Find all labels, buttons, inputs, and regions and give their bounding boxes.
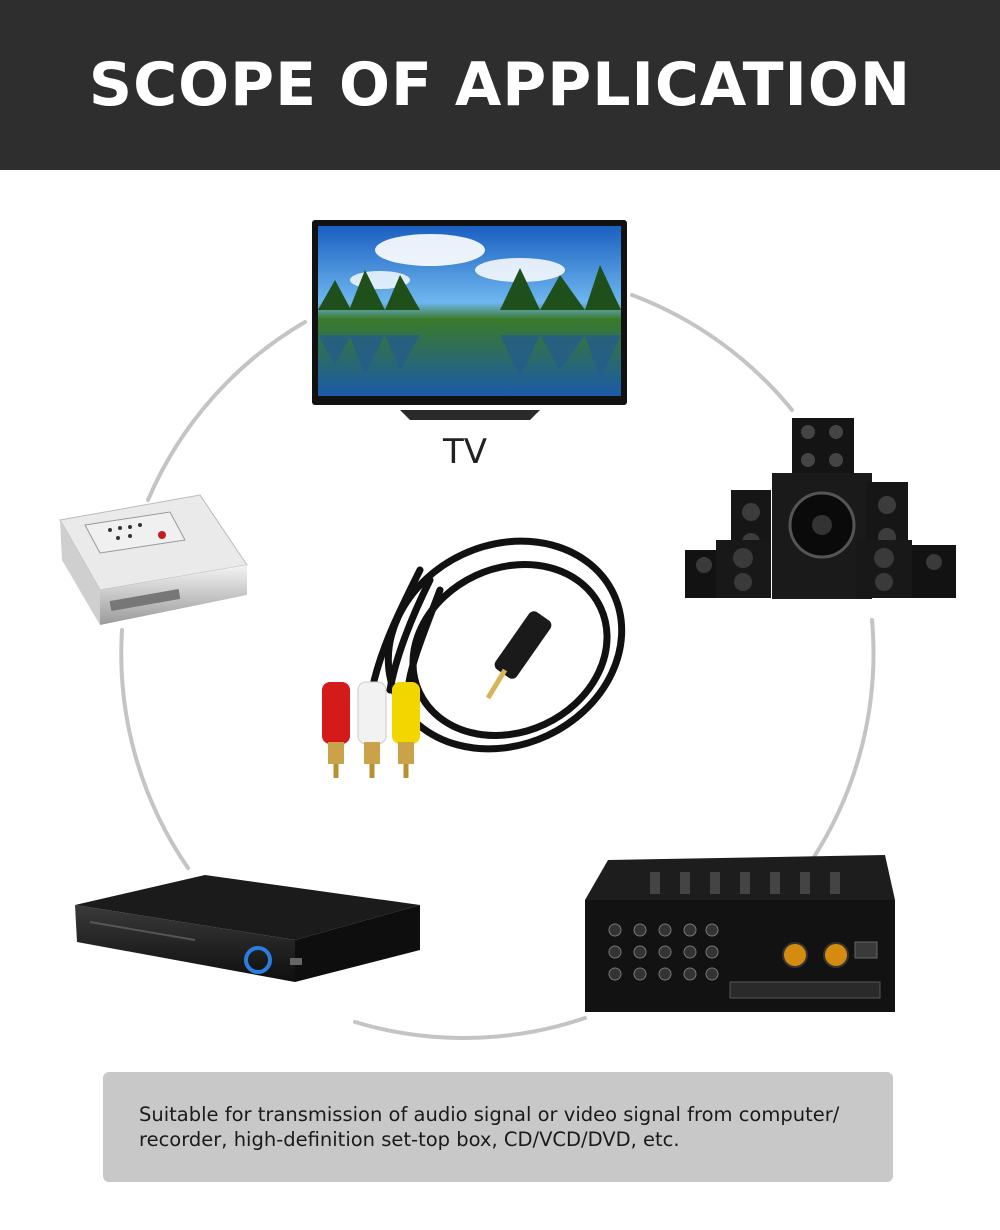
caption-line-2: recorder, high-definition set-top box, C… [139,1128,680,1151]
dvd-player-icon [75,875,420,982]
ring-arcs [119,293,876,1040]
speaker-system-icon [685,418,956,599]
amplifier-icon [585,855,895,1012]
ring-arc-speakers-amp [810,618,876,862]
caption-line-1: Suitable for transmission of audio signa… [139,1103,840,1126]
ring-arc-dvd-settop [119,628,190,870]
tv-label: TV [442,432,488,472]
ring-arc-settop-tv [146,320,307,502]
ring-arc-tv-speakers [630,293,794,412]
caption-box: Suitable for transmission of audio signa… [103,1072,893,1182]
av-cable-icon [322,537,626,778]
device-ring-svg [59,220,956,1040]
device-diagram: TV [0,170,1000,1060]
tv-icon [312,220,627,420]
ring-arc-amp-dvd [353,1016,587,1040]
header-banner: SCOPE OF APPLICATION [0,0,1000,170]
page-title: SCOPE OF APPLICATION [88,50,912,120]
set-top-box-icon [59,494,248,625]
